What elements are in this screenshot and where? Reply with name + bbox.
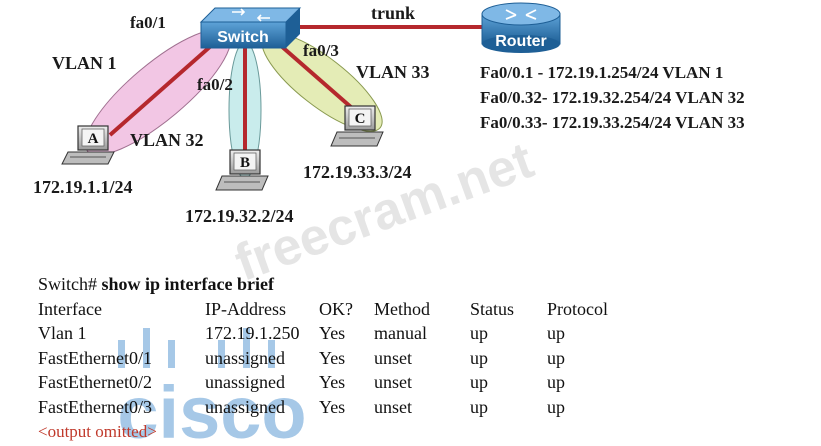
pc-b-icon[interactable]: B [215,149,269,191]
link-switch-pc-a [108,43,214,137]
router-label: Router [495,33,547,50]
table-header-row: Interface IP-Address OK? Method Status P… [38,297,637,322]
cell-ip: unassigned [205,372,285,393]
cell-ip: 172.19.1.250 [205,323,300,344]
subinterface-32: Fa0/0.32- 172.19.32.254/24 VLAN 32 [480,88,745,107]
cell-ip: unassigned [205,347,285,368]
cell-method: unset [374,372,412,393]
output-omitted-note: <output omitted> [38,421,157,441]
cell-protocol: up [547,323,565,344]
pc-b-ip: 172.19.32.2/24 [185,206,294,226]
pc-c-ip: 172.19.33.3/24 [303,162,412,182]
cell-interface: FastEthernet0/3 [38,396,152,417]
table-row: FastEthernet0/1 unassigned Yes unset up … [38,346,637,371]
trunk-label: trunk [371,3,415,23]
pc-a-icon[interactable]: A [61,125,115,165]
cell-status: up [470,372,488,393]
col-protocol: Protocol [547,298,608,319]
subinterface-33: Fa0/0.33- 172.19.33.254/24 VLAN 33 [480,113,745,132]
col-method: Method [374,298,430,319]
switch-label: Switch [217,29,269,46]
subinterface-1: Fa0/0.1 - 172.19.1.254/24 VLAN 1 [480,63,723,82]
cell-status: up [470,347,488,368]
cell-interface: FastEthernet0/1 [38,347,152,368]
cell-ok: Yes [319,372,346,393]
switch-icon[interactable]: Switch [199,7,302,49]
cell-method: manual [374,323,427,344]
col-interface: Interface [38,298,102,319]
interface-table: Interface IP-Address OK? Method Status P… [38,297,637,420]
cell-method: unset [374,396,412,417]
pc-c-label: C [355,111,366,127]
cell-interface: FastEthernet0/2 [38,372,152,393]
col-status: Status [470,298,515,319]
cell-protocol: up [547,372,565,393]
port-fa03-label: fa0/3 [303,41,339,60]
cell-ok: Yes [319,396,346,417]
cli-prompt: Switch# [38,274,98,294]
router-icon[interactable]: Router [481,2,561,53]
cell-ok: Yes [319,323,346,344]
cell-protocol: up [547,396,565,417]
cell-protocol: up [547,347,565,368]
vlan32-label: VLAN 32 [130,130,204,150]
cell-ip: unassigned [205,396,285,417]
cell-interface: Vlan 1 [38,323,87,344]
cli-command: show ip interface brief [101,274,274,294]
pc-a-ip: 172.19.1.1/24 [33,177,133,197]
link-switch-pc-c [278,43,354,110]
table-row: FastEthernet0/3 unassigned Yes unset up … [38,395,637,420]
cli-command-line: Switch# show ip interface brief [38,272,637,297]
port-fa01-label: fa0/1 [130,13,166,32]
cisco-wordmark: cisco [117,371,306,446]
cisco-logo: cisco [117,328,307,446]
cell-ok: Yes [319,347,346,368]
pc-a-label: A [88,131,99,147]
pc-c-icon[interactable]: C [330,105,384,147]
cell-status: up [470,396,488,417]
pc-b-label: B [240,155,250,171]
port-fa02-label: fa0/2 [197,75,233,94]
table-row: Vlan 1 172.19.1.250 Yes manual up up [38,321,637,346]
vlan1-label: VLAN 1 [52,53,117,73]
cli-output: Switch# show ip interface brief Interfac… [38,272,637,444]
vlan33-label: VLAN 33 [356,62,430,82]
cell-status: up [470,323,488,344]
table-row: FastEthernet0/2 unassigned Yes unset up … [38,370,637,395]
cell-method: unset [374,347,412,368]
col-ip-address: IP-Address [205,298,286,319]
col-ok: OK? [319,298,353,319]
